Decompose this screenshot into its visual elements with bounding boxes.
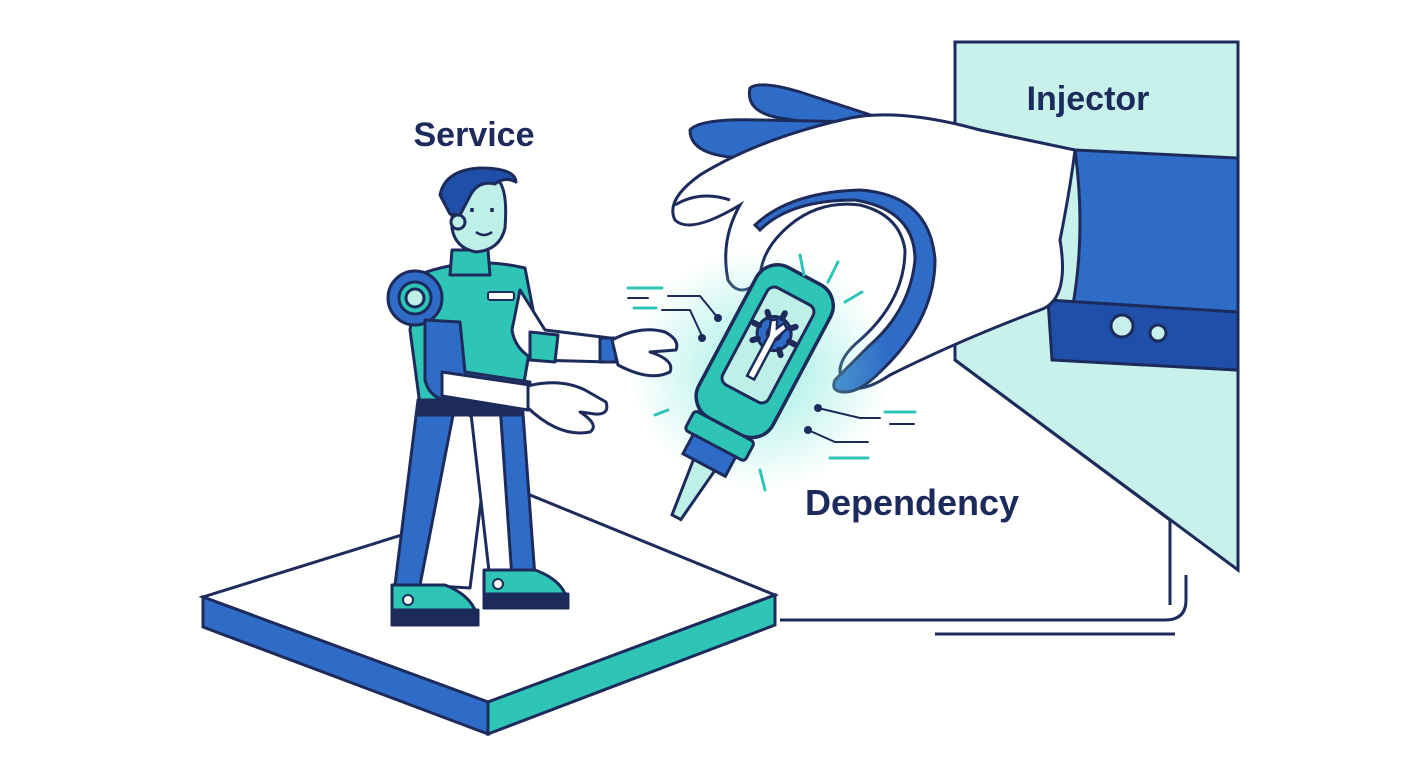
service-character [386,166,679,627]
injector-hand [671,83,1077,394]
service-label: Service [414,116,535,154]
glow-sparkles [653,253,864,492]
injector-sleeve [1046,148,1240,372]
injector-label: Injector [1027,80,1150,118]
cuff-button-icon [1109,313,1135,339]
signal-lines-right [804,404,917,460]
wrench-gear-icon [745,308,799,382]
dependency-capsule [670,263,835,522]
cuff-button-icon [1148,323,1168,343]
signal-lines-left [626,286,722,342]
dependency-label: Dependency [805,482,1019,523]
